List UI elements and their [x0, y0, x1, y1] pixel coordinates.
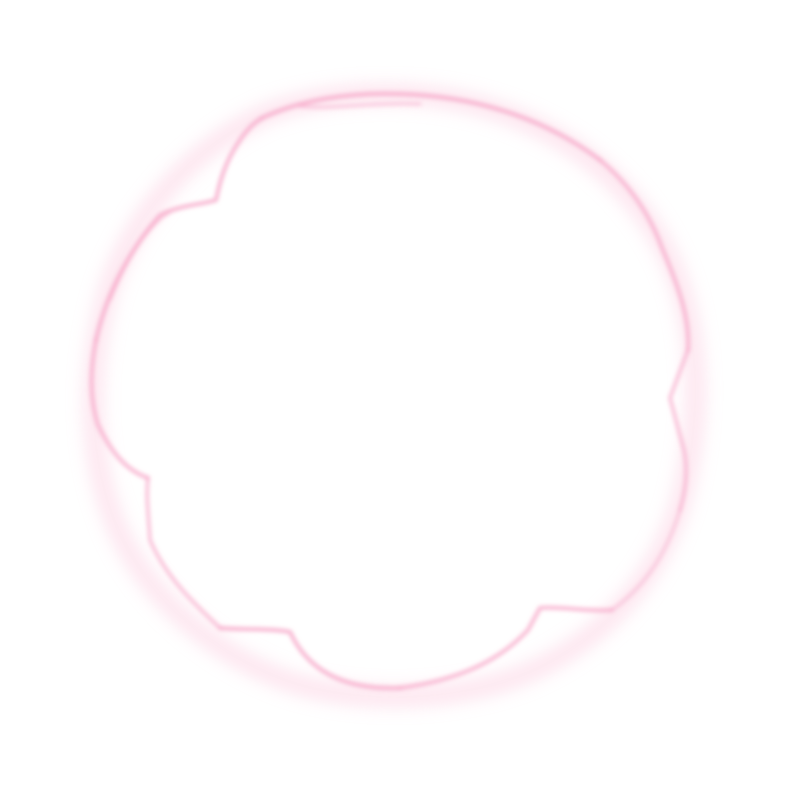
- ring-halo: [85, 85, 704, 706]
- ring-outline: [89, 91, 691, 691]
